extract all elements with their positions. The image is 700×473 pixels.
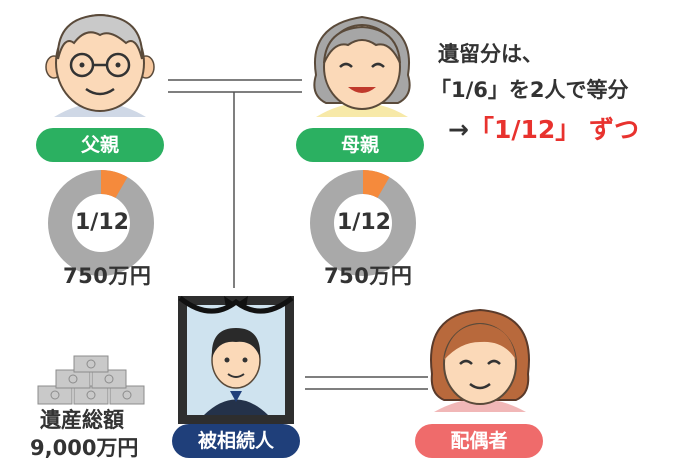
estate-title: 遺産総額 [40, 408, 124, 432]
mother-share-slice [310, 170, 416, 276]
deceased-label: 被相続人 [172, 424, 300, 458]
father-label: 父親 [36, 128, 164, 162]
father-share-donut [48, 170, 154, 276]
arrow-icon: → [448, 115, 469, 144]
note-result: →「1/12」 ずつ [448, 110, 639, 146]
money-stack-icon [37, 355, 145, 405]
father-share-slice [48, 170, 154, 276]
mother-share-donut [310, 170, 416, 276]
father-amount: 750万円 [63, 264, 152, 288]
mother-amount: 750万円 [324, 264, 413, 288]
spouse-avatar [430, 308, 530, 412]
note-suffix: ずつ [589, 115, 640, 144]
spouse-label: 配偶者 [415, 424, 543, 458]
note-line-1: 遺留分は、 [438, 42, 543, 66]
mother-label: 母親 [296, 128, 424, 162]
deceased-portrait-icon [178, 296, 294, 424]
mother-avatar [313, 15, 411, 117]
mother-share-label: 1/12 [337, 210, 391, 235]
note-highlight: 「1/12」 [468, 115, 581, 144]
note-line-2: 「1/6」を2人で等分 [430, 78, 629, 102]
estate-amount: 9,000万円 [30, 436, 139, 460]
father-share-label: 1/12 [75, 210, 129, 235]
father-avatar [45, 13, 155, 117]
